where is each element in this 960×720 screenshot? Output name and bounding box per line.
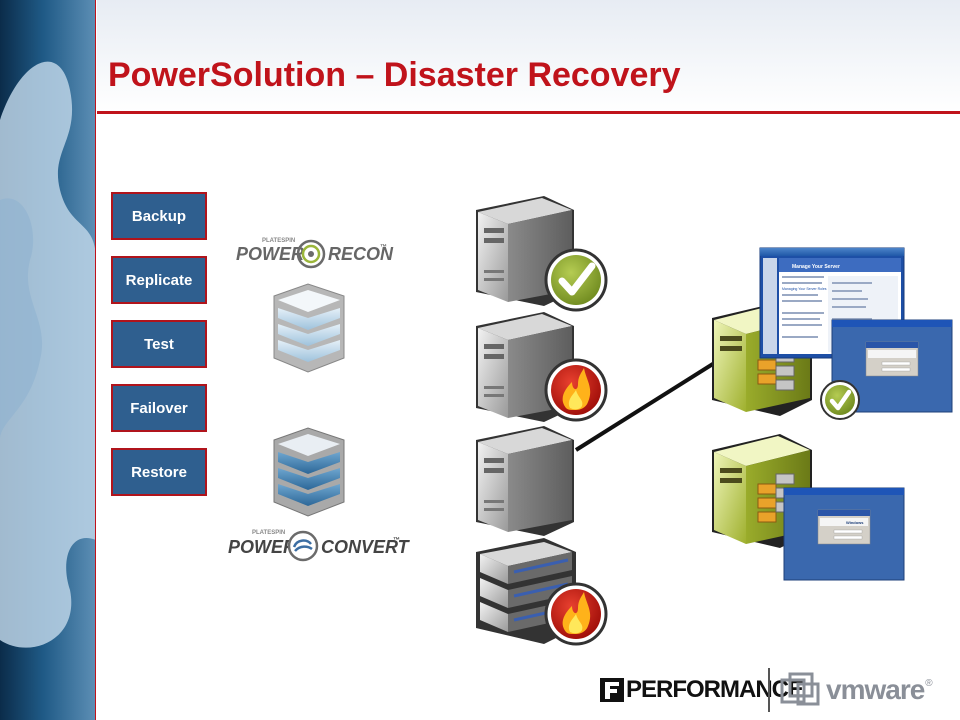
- recon-trademark: ™: [380, 244, 387, 251]
- vmware-registered-mark: ®: [925, 677, 933, 689]
- manage-server-title: Manage Your Server: [792, 264, 840, 270]
- production-server-icon: [476, 426, 574, 536]
- puzzle-piece-icon: [0, 61, 96, 648]
- performance-mark-icon: [600, 678, 624, 702]
- footer-divider: [768, 668, 770, 712]
- recon-name-word: RECON: [328, 244, 394, 264]
- convert-trademark: ™: [393, 537, 400, 544]
- login-window-thumbnail-secondary: [783, 487, 905, 581]
- vmware-wordmark: vmware: [826, 674, 925, 705]
- backup-button[interactable]: Backup: [111, 192, 207, 240]
- failover-success-check-icon: [820, 380, 860, 420]
- left-decorative-band: [0, 0, 96, 720]
- header-background: [97, 0, 960, 112]
- status-ok-check-icon: [544, 248, 608, 312]
- convert-swirl-icon: [287, 530, 319, 562]
- restore-button[interactable]: Restore: [111, 448, 207, 496]
- replication-link-line: [574, 360, 718, 452]
- conversion-storage-stack-icon: [273, 427, 345, 517]
- performance-wordmark: PERFORMANCE: [626, 676, 804, 703]
- recon-prefix: PLATESPIN: [262, 238, 296, 244]
- backup-storage-stack-icon: [273, 283, 345, 373]
- windows-brand-label: Windows: [846, 520, 864, 525]
- failover-button[interactable]: Failover: [111, 384, 207, 432]
- production-server-healthy-icon: [476, 196, 574, 306]
- status-fire-icon: [544, 358, 608, 422]
- replicate-button[interactable]: Replicate: [111, 256, 207, 304]
- convert-prefix: PLATESPIN: [252, 530, 286, 536]
- convert-power-word: POWER: [228, 537, 297, 557]
- vmware-squares-icon: [780, 672, 820, 706]
- vmware-logo: vmware ®: [780, 670, 933, 710]
- slide-title: PowerSolution – Disaster Recovery: [108, 56, 681, 94]
- title-rule: [97, 111, 960, 114]
- recon-signal-icon: [296, 239, 326, 269]
- performance-logo: PERFORMANCE: [600, 670, 804, 710]
- recon-power-word: POWER: [236, 244, 305, 264]
- manage-server-subtitle: Managing Your Server Roles: [782, 287, 827, 291]
- test-button[interactable]: Test: [111, 320, 207, 368]
- convert-name-word: CONVERT: [321, 537, 409, 557]
- rack-status-fire-icon: [544, 582, 608, 646]
